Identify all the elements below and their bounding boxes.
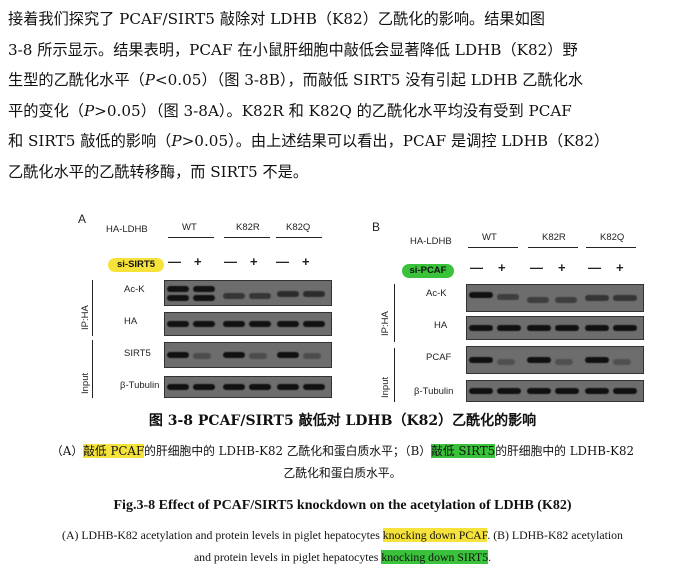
group-line — [586, 247, 636, 248]
sign: — — [224, 254, 237, 269]
row-label-ha: HA — [434, 320, 448, 331]
paragraph-line-5: 和 SIRT5 敲低的影响（P>0.05）。由上述结果可以看出，PCAF 是调控… — [8, 126, 680, 157]
paragraph-line-6: 乙酰化水平的乙酰转移酶，而 SIRT5 不是。 — [8, 162, 309, 181]
p-symbol: P — [83, 101, 95, 120]
row-label-tubulin: β-Tubulin — [120, 380, 160, 391]
bracket-line — [394, 348, 395, 402]
blot-ac-k — [466, 284, 644, 312]
group-line — [468, 247, 518, 248]
group-label-wt: WT — [182, 222, 197, 233]
bracket-line — [394, 284, 395, 342]
group-label-k82r: K82R — [236, 222, 260, 233]
group-label-wt: WT — [482, 232, 497, 243]
si-sirt5-badge: si-SIRT5 — [108, 258, 164, 272]
text: 和 SIRT5 敲低的影响（ — [8, 132, 172, 151]
sign: — — [276, 254, 289, 269]
p-symbol: P — [144, 71, 155, 90]
blot-tubulin — [164, 376, 332, 398]
highlight-knocking-down-sirt5: knocking down SIRT5 — [381, 550, 489, 564]
p-symbol: P — [171, 132, 182, 151]
ip-label: IP:HA — [80, 305, 91, 330]
group-line — [528, 247, 578, 248]
bracket-line — [92, 280, 93, 336]
paragraph-line-4: 平的变化（P>0.05）（图 3-8A）。K82R 和 K82Q 的乙酰化水平均… — [8, 96, 680, 127]
construct-label: HA-LDHB — [410, 236, 452, 247]
text: >0.05）（图 3-8A）。K82R 和 K82Q 的乙酰化水平均没有受到 P… — [94, 101, 572, 120]
si-pcaf-badge: si-PCAF — [402, 264, 454, 278]
blot-sirt5 — [164, 342, 332, 368]
row-label-ac-k: Ac-K — [426, 288, 447, 299]
ip-label: IP:HA — [380, 311, 391, 336]
sign: — — [168, 254, 181, 269]
group-label-k82q: K82Q — [286, 222, 311, 233]
blot-pcaf — [466, 346, 644, 374]
blot-tubulin — [466, 380, 644, 402]
sign: + — [498, 260, 506, 275]
row-label-ac-k: Ac-K — [124, 284, 145, 295]
blot-ha — [466, 316, 644, 340]
text: 生型的乙酰化水平（ — [8, 71, 145, 90]
highlight-knockdown-sirt5: 敲低 SIRT5 — [431, 444, 496, 458]
group-label-k82r: K82R — [542, 232, 566, 243]
input-label: Input — [80, 372, 91, 394]
body-paragraph: 接着我们探究了 PCAF/SIRT5 敲除对 LDHB（K82）乙酰化的影响。结… — [8, 4, 680, 188]
text: 的肝细胞中的 LDHB-K82 — [495, 444, 634, 458]
figure-panel-a: A HA-LDHB WT K82R K82Q si-SIRT5 — + — + … — [78, 212, 340, 400]
row-label-ha: HA — [124, 316, 138, 327]
sign: — — [588, 260, 601, 275]
text: >0.05）。由上述结果可以看出，PCAF 是调控 LDHB（K82） — [181, 132, 610, 151]
text: 平的变化（ — [8, 101, 84, 120]
text: and protein levels in piglet hepatocytes — [193, 550, 382, 564]
sign: + — [250, 254, 258, 269]
sign: + — [616, 260, 624, 275]
bracket-line — [92, 340, 93, 398]
sign: — — [470, 260, 483, 275]
text: （A） — [51, 444, 84, 458]
figure-title-en: Fig.3-8 Effect of PCAF/SIRT5 knockdown o… — [113, 498, 572, 513]
highlight-knocking-down-pcaf: knocking down PCAF — [382, 528, 488, 542]
text: . (B) LDHB-K82 acetylation — [487, 528, 623, 542]
group-line — [224, 237, 270, 238]
text: <0.05）（图 3-8B），而敲低 SIRT5 没有引起 LDHB 乙酰化水 — [154, 71, 584, 90]
blot-ha — [164, 312, 332, 336]
group-label-k82q: K82Q — [600, 232, 625, 243]
paragraph-line-3: 生型的乙酰化水平（P<0.05）（图 3-8B），而敲低 SIRT5 没有引起 … — [8, 65, 680, 96]
text: 乙酰化和蛋白质水平。 — [283, 466, 402, 480]
sign: + — [558, 260, 566, 275]
figure-panel-b: B HA-LDHB WT K82R K82Q si-PCAF — + — + —… — [372, 220, 672, 408]
text: 的肝细胞中的 LDHB-K82 乙酰化和蛋白质水平；（B） — [144, 444, 432, 458]
panel-label: A — [78, 212, 87, 226]
input-label: Input — [380, 376, 391, 398]
row-label-pcaf: PCAF — [426, 352, 452, 363]
text: . — [488, 550, 492, 564]
text: (A) LDHB-K82 acetylation and protein lev… — [62, 528, 383, 542]
sign: — — [530, 260, 543, 275]
construct-label: HA-LDHB — [106, 224, 148, 235]
paragraph-line-2: 3-8 所示显示。结果表明，PCAF 在小鼠肝细胞中敲低会显著降低 LDHB（K… — [8, 40, 578, 59]
group-line — [168, 237, 214, 238]
panel-label: B — [372, 220, 381, 234]
row-label-tubulin: β-Tubulin — [414, 386, 454, 397]
highlight-knockdown-pcaf: 敲低 PCAF — [83, 444, 145, 458]
row-label-sirt5: SIRT5 — [124, 348, 151, 359]
figure-caption-en: (A) LDHB-K82 acetylation and protein lev… — [2, 524, 683, 568]
paragraph-line-1: 接着我们探究了 PCAF/SIRT5 敲除对 LDHB（K82）乙酰化的影响。结… — [8, 10, 545, 28]
sign: + — [194, 254, 202, 269]
group-line — [276, 237, 322, 238]
figure-title-cn: 图 3-8 PCAF/SIRT5 敲低对 LDHB（K82）乙酰化的影响 — [148, 413, 537, 429]
figure-caption-cn: （A）敲低 PCAF的肝细胞中的 LDHB-K82 乙酰化和蛋白质水平；（B）敲… — [4, 440, 681, 484]
blot-ac-k — [164, 280, 332, 306]
sign: + — [302, 254, 310, 269]
